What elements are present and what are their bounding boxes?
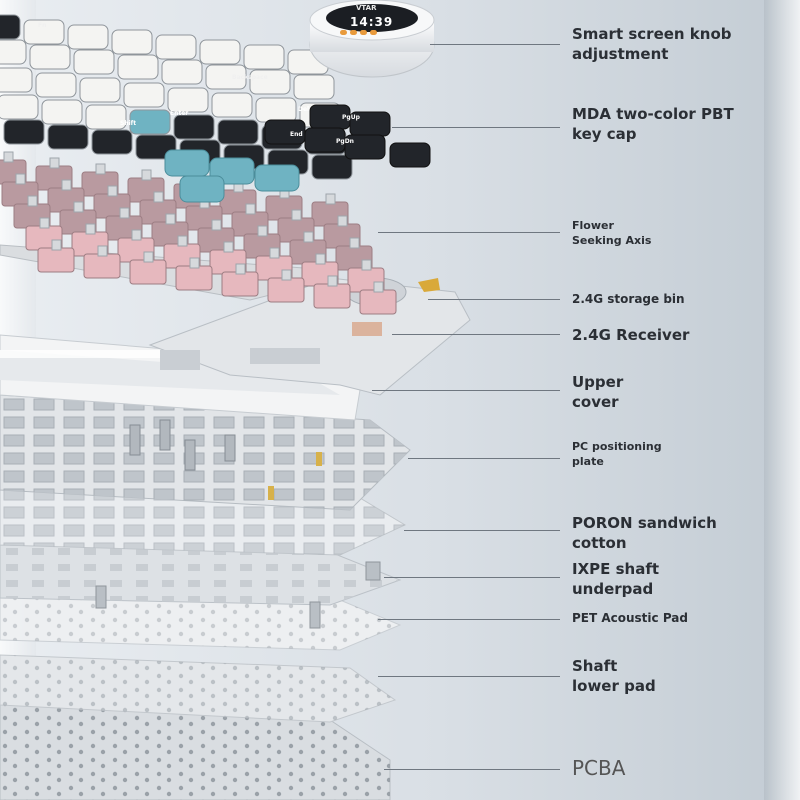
keycap xyxy=(129,109,171,135)
label-receiver: 2.4G Receiver xyxy=(572,326,690,344)
leader-line-pet xyxy=(378,619,560,620)
keycap-legend: PgUp xyxy=(342,114,360,121)
leader-line-knob xyxy=(430,44,560,45)
keycap xyxy=(111,29,153,55)
keycap-legend: PgDn xyxy=(336,138,354,145)
keycap xyxy=(199,39,241,65)
pc-positioning-plate-layer xyxy=(0,394,411,511)
leader-line-keycap xyxy=(392,127,560,128)
knob-time-text: 14:39 xyxy=(350,15,394,29)
label-pet: PET Acoustic Pad xyxy=(572,611,688,625)
label-ixpe: IXPE shaft underpad xyxy=(572,560,660,598)
status-dot-icon xyxy=(340,30,347,35)
keycap xyxy=(67,24,109,50)
knob-brand-text: VTAR xyxy=(356,4,377,12)
keycap xyxy=(73,49,115,75)
keycap xyxy=(173,114,215,140)
keycap-legend: Enter xyxy=(170,110,189,117)
keycap xyxy=(117,54,159,80)
keycap xyxy=(47,124,89,150)
keycap xyxy=(161,59,203,85)
keycap xyxy=(0,39,27,65)
keycap xyxy=(167,87,209,113)
label-axis: Flower Seeking Axis xyxy=(572,219,652,247)
switch xyxy=(359,281,397,315)
leader-line-poron xyxy=(404,530,560,531)
leader-line-axis xyxy=(378,232,560,233)
keycap-blue xyxy=(179,175,225,203)
pcba-layer xyxy=(0,699,391,800)
leader-line-pcba xyxy=(384,769,560,770)
smart-screen-knob xyxy=(309,0,435,78)
switch xyxy=(221,263,259,297)
keycap xyxy=(0,94,39,120)
label-lower: Shaft lower pad xyxy=(572,657,656,695)
keycap xyxy=(311,154,353,180)
keycap xyxy=(79,77,121,103)
keycap xyxy=(0,14,21,40)
label-knob: Smart screen knob adjustment xyxy=(572,25,732,63)
keycap-black xyxy=(344,134,386,160)
keycap xyxy=(123,82,165,108)
label-upper: Upper cover xyxy=(572,373,624,411)
keycap xyxy=(255,97,297,123)
leader-line-receiver xyxy=(392,334,560,335)
keycap xyxy=(205,64,247,90)
switch xyxy=(175,257,213,291)
switch xyxy=(197,219,235,253)
label-pcba: PCBA xyxy=(572,756,626,780)
keycap xyxy=(293,74,335,100)
keycap xyxy=(249,69,291,95)
keycap xyxy=(23,19,65,45)
keycap xyxy=(243,44,285,70)
leader-line-plate xyxy=(408,458,560,459)
mda-keycaps xyxy=(0,14,431,203)
leader-line-ixpe xyxy=(384,577,560,578)
switch xyxy=(83,245,121,279)
keycap-blue xyxy=(164,149,210,177)
switch xyxy=(37,239,75,273)
keycap xyxy=(3,119,45,145)
keycap xyxy=(0,67,33,93)
keycap-legend: Del xyxy=(298,106,310,113)
label-keycap: MDA two-color PBT key cap xyxy=(572,105,734,143)
keycap xyxy=(29,44,71,70)
label-poron: PORON sandwich cotton xyxy=(572,514,717,552)
knob-status-dots xyxy=(340,30,377,35)
label-storage: 2.4G storage bin xyxy=(572,292,685,306)
leader-line-lower xyxy=(378,676,560,677)
keycap-legend: Fn xyxy=(38,22,47,29)
switch xyxy=(129,251,167,285)
keycap xyxy=(211,92,253,118)
keycap-legend: Shift xyxy=(120,120,137,127)
switch xyxy=(313,275,351,309)
label-plate: PC positioning plate xyxy=(572,440,662,468)
keycap-black xyxy=(389,142,431,168)
status-dot-icon xyxy=(370,30,377,35)
leader-line-storage xyxy=(428,299,560,300)
switch xyxy=(59,201,97,235)
status-dot-icon xyxy=(360,30,367,35)
right-edge-panel xyxy=(764,0,800,800)
shaft-lower-pad-layer xyxy=(0,654,397,723)
keycap xyxy=(41,99,83,125)
status-dot-icon xyxy=(350,30,357,35)
ixpe-shaft-underpad-layer xyxy=(0,544,402,629)
switch xyxy=(267,269,305,303)
keycap xyxy=(217,119,259,145)
flower-seeking-axis-switches xyxy=(0,151,397,315)
keycap xyxy=(91,129,133,155)
keycap xyxy=(85,104,127,130)
keycap xyxy=(155,34,197,60)
leader-line-upper xyxy=(372,390,560,391)
keycap xyxy=(35,72,77,98)
keycap-legend: Backspace xyxy=(232,74,268,81)
keycap-legend: End xyxy=(290,131,303,138)
keycap-blue xyxy=(254,164,300,192)
